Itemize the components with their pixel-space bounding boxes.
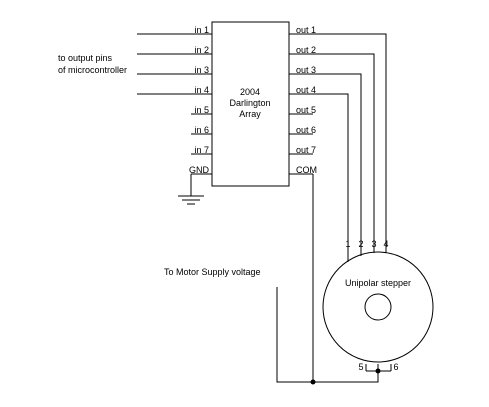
pin-label-in5: in 5: [194, 105, 209, 115]
junction-dot-common: [375, 368, 381, 374]
pin-label-in6: in 6: [194, 125, 209, 135]
junction-dot-com: [310, 379, 316, 385]
pin-label-gnd: GND: [189, 165, 210, 175]
pin-label-out3: out 3: [296, 65, 316, 75]
ground-symbol: [178, 174, 204, 205]
input-pin-leads: [191, 33, 212, 175]
pin-label-out2: out 2: [296, 45, 316, 55]
stepper-motor-label: Unipolar stepper: [345, 278, 411, 288]
pin-label-com: COM: [296, 165, 317, 175]
motor-lead-label-5: 5: [358, 362, 363, 372]
microcontroller-wires: [137, 33, 191, 95]
motor-lead-label-3: 3: [371, 239, 376, 249]
motor-lead-label-1: 1: [345, 239, 350, 249]
pin-label-out5: out 5: [296, 105, 316, 115]
motor-top-leads: [347, 248, 387, 262]
chip-name-line1: 2004: [240, 87, 260, 97]
pin-label-out1: out 1: [296, 25, 316, 35]
pin-label-in2: in 2: [194, 45, 209, 55]
pin-label-in7: in 7: [194, 145, 209, 155]
chip-name-line3: Array: [239, 109, 261, 119]
output-pin-leads: [289, 33, 313, 175]
microcontroller-label-line1: to output pins: [58, 53, 113, 63]
motor-supply-label: To Motor Supply voltage: [164, 267, 261, 277]
pin-label-out4: out 4: [296, 85, 316, 95]
motor-lead-label-6: 6: [393, 362, 398, 372]
pin-label-in4: in 4: [194, 85, 209, 95]
stepper-motor-shaft: [364, 293, 392, 321]
pin-label-out7: out 7: [296, 145, 316, 155]
motor-coil-wires: [313, 33, 387, 248]
pin-label-out6: out 6: [296, 125, 316, 135]
chip-name-line2: Darlington: [229, 98, 270, 108]
darlington-chip-body: [211, 21, 290, 187]
microcontroller-label-line2: of microcontroller: [58, 65, 127, 75]
pin-label-in3: in 3: [194, 65, 209, 75]
motor-lead-label-2: 2: [358, 239, 363, 249]
motor-lead-label-4: 4: [383, 239, 388, 249]
pin-label-in1: in 1: [194, 25, 209, 35]
